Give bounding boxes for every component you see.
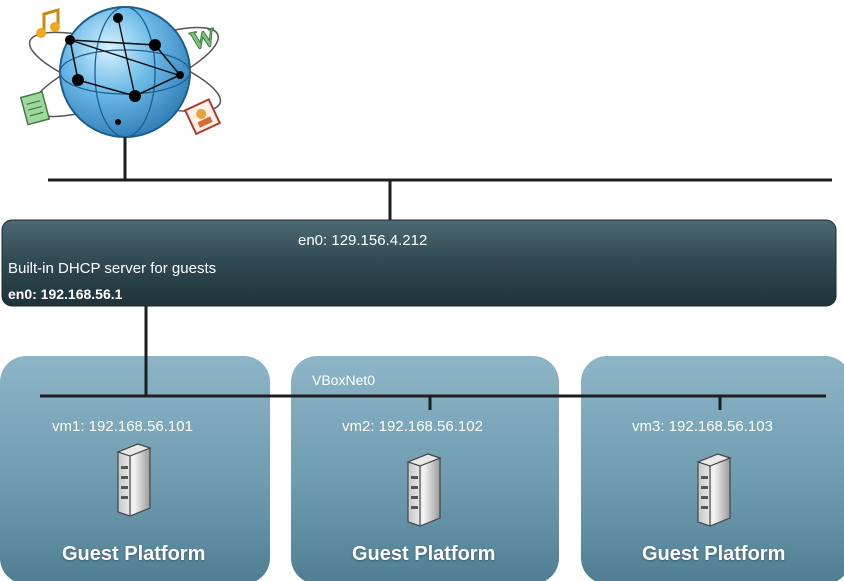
server-icon bbox=[407, 453, 441, 527]
guest-ip-label: vm1: 192.168.56.101 bbox=[52, 418, 193, 435]
document-icon bbox=[19, 90, 51, 126]
music-note-icon bbox=[36, 8, 60, 38]
server-icon bbox=[117, 443, 151, 517]
svg-text:W: W bbox=[187, 22, 218, 56]
host-bar bbox=[1, 219, 837, 307]
guest-ip-label: vm3: 192.168.56.103 bbox=[632, 418, 773, 435]
photo-icon bbox=[183, 98, 222, 136]
letter-w-icon: W bbox=[187, 22, 219, 57]
host-external-interface: en0: 129.156.4.212 bbox=[298, 232, 428, 249]
guest-title: Guest Platform bbox=[642, 543, 786, 565]
host-dhcp-label: Built-in DHCP server for guests bbox=[8, 260, 217, 277]
host-internal-interface: en0: 192.168.56.1 bbox=[8, 286, 123, 302]
network-name: VBoxNet0 bbox=[312, 372, 376, 388]
guest-title: Guest Platform bbox=[62, 543, 206, 565]
guest-ip-label: vm2: 192.168.56.102 bbox=[342, 418, 483, 435]
server-icon bbox=[697, 453, 731, 527]
guest-title: Guest Platform bbox=[352, 543, 496, 565]
